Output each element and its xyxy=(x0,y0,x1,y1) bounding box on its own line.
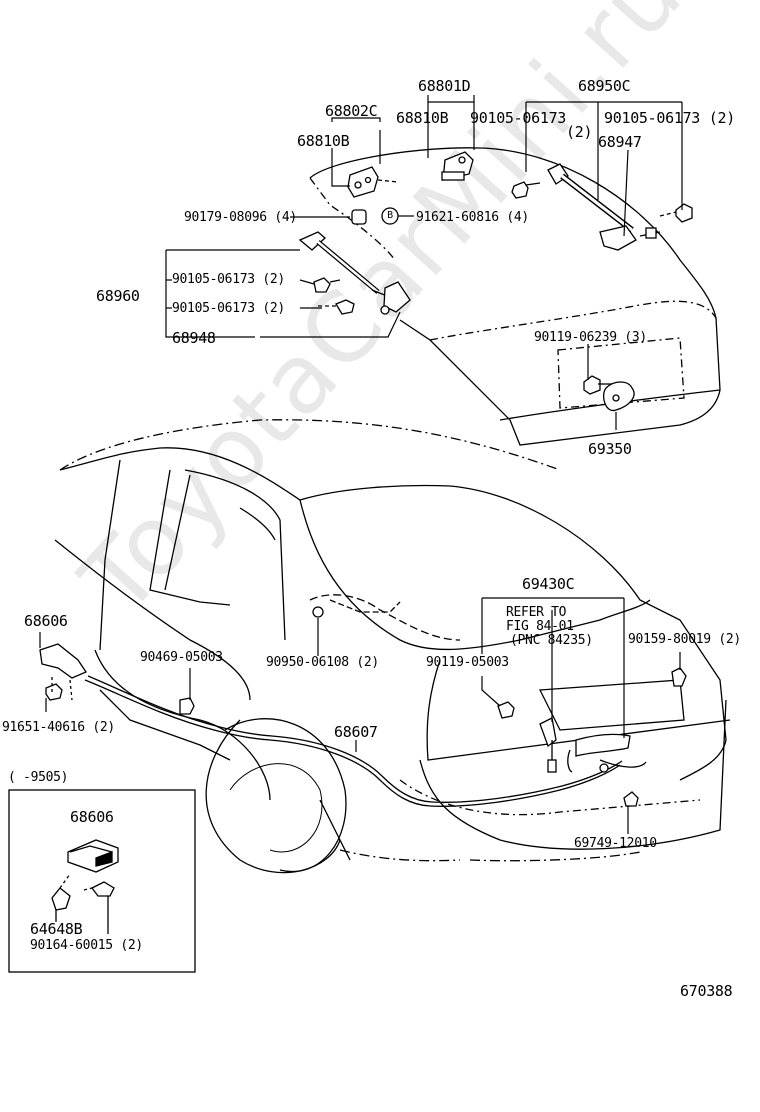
inset-box xyxy=(8,789,196,973)
part-label-68802C: 68802C xyxy=(325,102,378,120)
part-label-90105-06173-d: 90105-06173 (2) xyxy=(172,301,285,316)
part-label-91651-40616: 91651-40616 (2) xyxy=(2,720,115,735)
gas-strut-left xyxy=(298,231,411,315)
b-marker-label: B xyxy=(387,210,393,221)
part-label-90950-06108: 90950-06108 (2) xyxy=(266,655,379,670)
part-label-90179-08096: 90179-08096 (4) xyxy=(184,210,297,225)
part-label-68606-inset: 68606 xyxy=(70,808,114,826)
part-label-90119-05003: 90119-05003 xyxy=(426,655,509,670)
part-label-68810B-right: 68810B xyxy=(396,109,449,127)
inset-date-range: ( -9505) xyxy=(8,770,69,785)
lock-assembly xyxy=(497,667,687,807)
part-label-90159-80019: 90159-80019 (2) xyxy=(628,632,741,647)
part-label-68960: 68960 xyxy=(96,287,140,305)
hinge-right xyxy=(441,151,474,181)
part-label-68947: 68947 xyxy=(598,133,642,151)
leader-lines xyxy=(39,95,683,834)
part-label-90105-06173-b: 90105-06173 (2) xyxy=(604,109,735,127)
opener-lever xyxy=(39,643,195,715)
part-label-90105-06173-a-qty: (2) xyxy=(566,123,593,141)
gas-strut-right xyxy=(547,163,661,251)
part-label-90105-06173-a: 90105-06173 xyxy=(470,109,567,127)
part-label-64648B: 64648B xyxy=(30,920,83,938)
part-label-68607: 68607 xyxy=(334,723,378,741)
part-label-90105-06173-c: 90105-06173 (2) xyxy=(172,272,285,287)
part-label-90119-06239: 90119-06239 (3) xyxy=(534,330,647,345)
part-label-68948: 68948 xyxy=(172,329,216,347)
part-label-68810B-left: 68810B xyxy=(297,132,350,150)
refer-note-line-2: FIG 84-01 xyxy=(506,619,574,634)
refer-note-line-1: REFER TO xyxy=(506,605,567,620)
part-label-90164-60015: 90164-60015 (2) xyxy=(30,938,143,953)
bolt-icons xyxy=(313,181,693,412)
trunk-lid-drawing xyxy=(309,147,721,446)
part-label-69350: 69350 xyxy=(588,440,632,458)
part-label-90469-05003: 90469-05003 xyxy=(140,650,223,665)
part-label-68606-main: 68606 xyxy=(24,612,68,630)
release-cable xyxy=(84,675,623,807)
part-label-69430C: 69430C xyxy=(522,575,575,593)
part-label-69749-12010: 69749-12010 xyxy=(574,836,657,851)
hinge-left xyxy=(347,166,399,198)
refer-note-line-3: (PNC 84235) xyxy=(510,633,593,648)
car-body-drawing xyxy=(54,419,731,874)
part-label-91621-60816: 91621-60816 (4) xyxy=(416,210,529,225)
part-label-68801D: 68801D xyxy=(418,77,471,95)
part-label-68950C: 68950C xyxy=(578,77,631,95)
figure-id: 670388 xyxy=(680,982,733,1000)
